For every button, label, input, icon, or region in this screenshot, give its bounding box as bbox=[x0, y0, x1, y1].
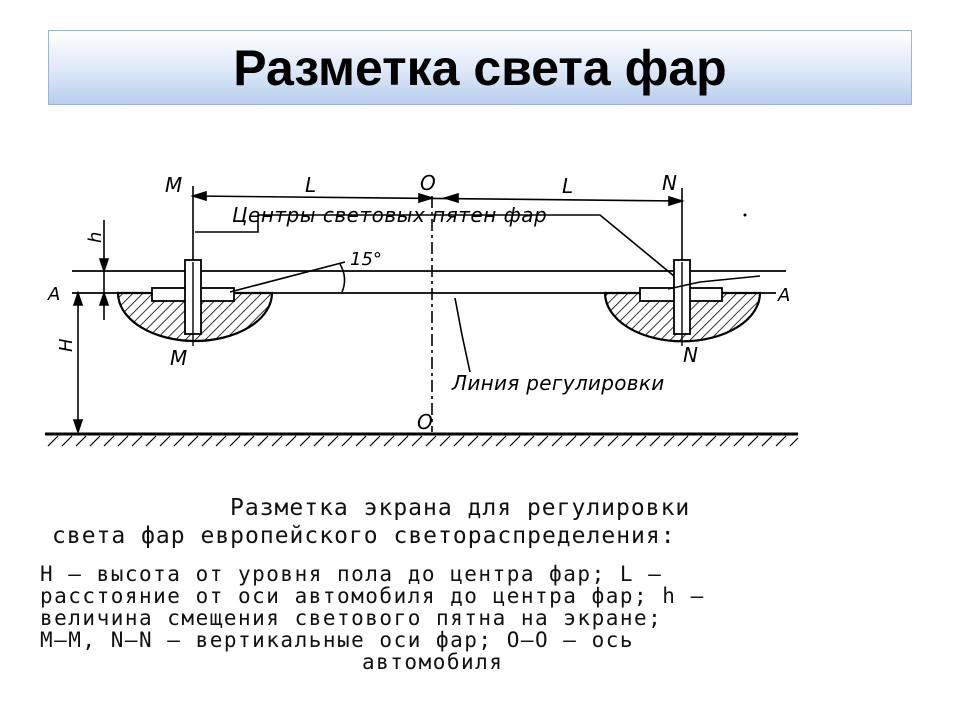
label-L-right: L bbox=[562, 174, 573, 198]
centers-leader bbox=[195, 214, 681, 282]
caption-line-5: величина смещения светового пятна на экр… bbox=[40, 606, 663, 630]
label-M-top: M bbox=[165, 173, 182, 197]
label-angle: 15° bbox=[350, 249, 382, 270]
label-h: h bbox=[85, 232, 106, 243]
label-L-left: L bbox=[305, 173, 316, 197]
label-O-bottom: O bbox=[417, 410, 433, 434]
right-light-spot bbox=[603, 259, 762, 346]
title-banner: Разметка света фар bbox=[48, 30, 912, 105]
dimension-H bbox=[72, 290, 84, 435]
label-M-bottom: M bbox=[170, 346, 187, 370]
adjust-line-leader bbox=[454, 297, 471, 373]
label-N-bottom: N bbox=[683, 343, 698, 367]
label-adjust-line: Линия регулировки bbox=[451, 371, 665, 395]
caption-line-4: расстояние от оси автомобиля до центра ф… bbox=[40, 584, 705, 608]
label-A-right: A bbox=[777, 285, 790, 306]
caption-line-1: Разметка экрана для регулировки bbox=[230, 495, 691, 521]
label-A-left: A bbox=[47, 284, 60, 305]
cutoff-15-degree bbox=[229, 261, 761, 293]
caption-line-6: M—M, N—N — вертикальные оси фар; O—O — о… bbox=[40, 628, 635, 652]
label-N-top: N bbox=[662, 171, 677, 195]
label-centers: Центры световых пятен фар bbox=[232, 203, 547, 227]
floor bbox=[45, 432, 799, 447]
dimension-L bbox=[190, 186, 685, 262]
caption-line-2: света фар европейского светораспределени… bbox=[52, 523, 676, 549]
left-light-spot bbox=[116, 259, 274, 346]
label-O-top: O bbox=[420, 171, 436, 195]
dimension-h bbox=[98, 220, 110, 320]
caption-line-3: H — высота от уровня пола до центра фар;… bbox=[40, 562, 663, 586]
page-title: Разметка света фар bbox=[233, 39, 727, 96]
caption-line-7: автомобиля bbox=[362, 650, 504, 674]
label-H: H bbox=[56, 338, 77, 352]
